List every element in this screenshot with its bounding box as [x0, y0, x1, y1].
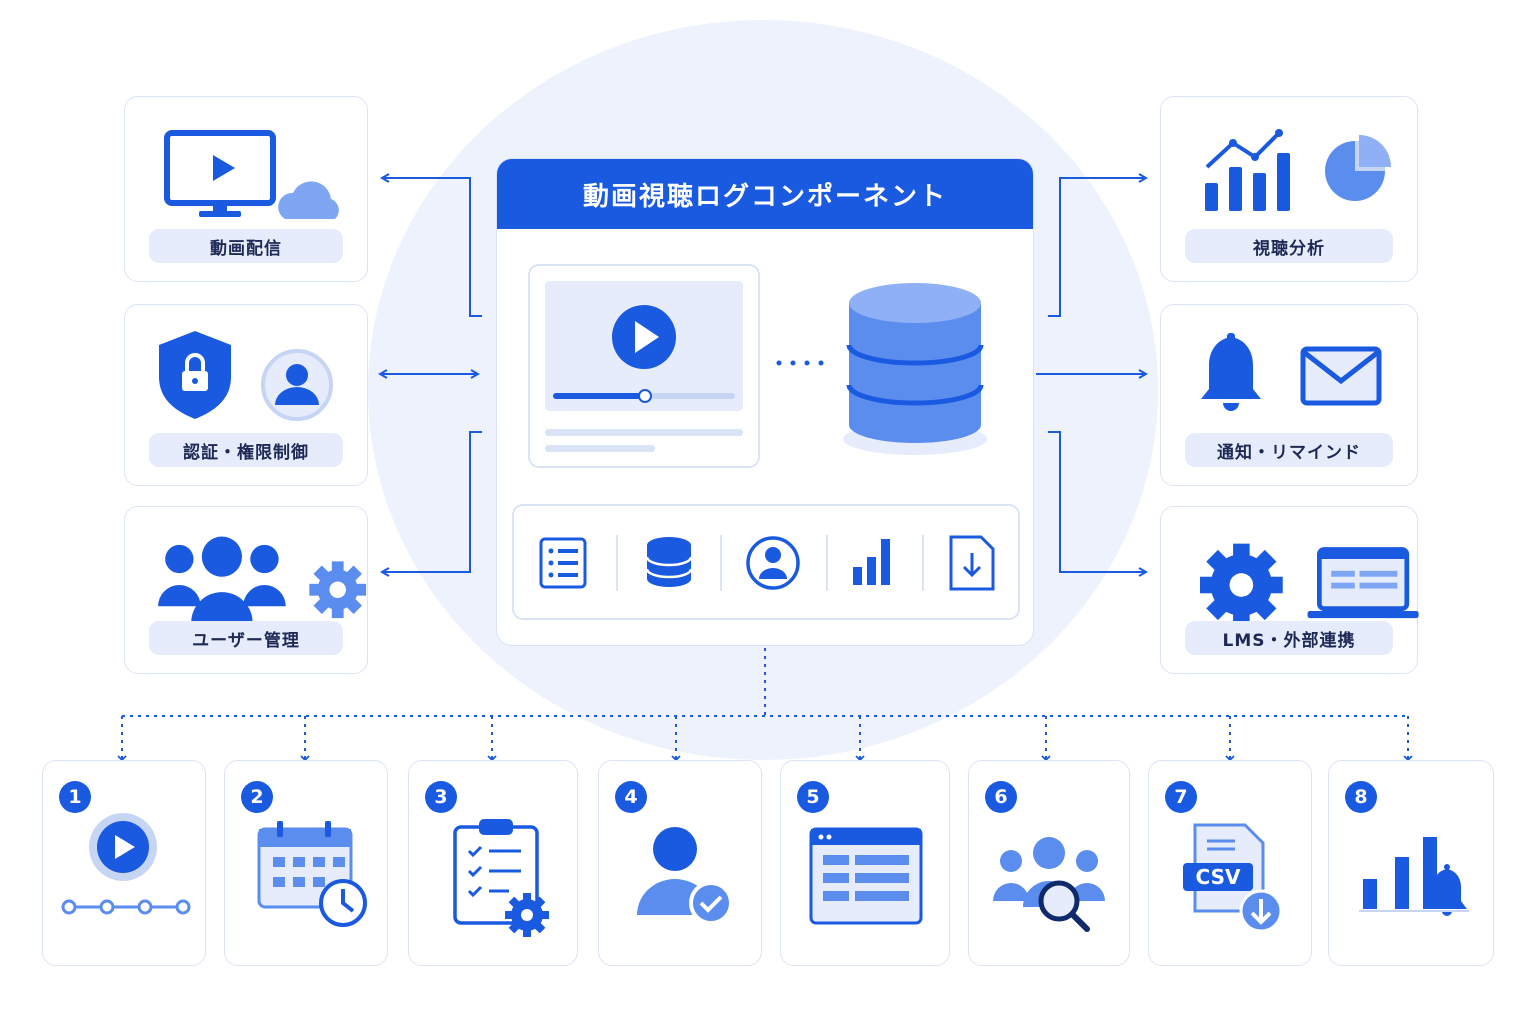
bell-icon	[1201, 333, 1261, 411]
video-player[interactable]	[528, 264, 760, 468]
mail-icon	[1300, 346, 1382, 406]
feature-number: 4	[615, 781, 647, 813]
database-icon	[843, 283, 987, 455]
user-check-icon	[637, 827, 733, 925]
gear-icon	[309, 561, 367, 619]
feature-4-user-verified: 4	[598, 760, 762, 966]
calendar-clock-icon	[257, 821, 367, 927]
feature-3-checklist-settings: 3	[408, 760, 578, 966]
feature-number: 6	[985, 781, 1017, 813]
monitor-play-icon	[164, 130, 339, 219]
module-label: 視聴分析	[1185, 229, 1393, 263]
user-avatar-icon	[261, 349, 333, 421]
cloud-icon	[278, 181, 339, 219]
gear-laptop-icon	[1199, 543, 1419, 627]
database-small-icon[interactable]	[645, 537, 693, 587]
feature-8-chart-alert: 8	[1328, 760, 1494, 966]
feature-number: 1	[59, 781, 91, 813]
bar-chart-bell-icon	[1359, 837, 1469, 916]
download-file-icon[interactable]	[949, 535, 995, 591]
feature-number: 5	[797, 781, 829, 813]
pie-chart-icon	[1325, 135, 1391, 201]
shield-lock-icon	[159, 331, 333, 421]
dots-connector	[776, 360, 824, 366]
user-circle-icon[interactable]	[746, 536, 800, 590]
bell-icon	[1427, 864, 1467, 916]
feature-number: 8	[1345, 781, 1377, 813]
gear-icon	[1199, 543, 1283, 627]
tool-bar	[512, 504, 1020, 620]
analytics-chart-icon	[1205, 129, 1391, 211]
table-window-icon	[809, 827, 923, 925]
clipboard-gear-icon	[453, 819, 549, 937]
bar-chart-icon[interactable]	[853, 539, 890, 585]
module-user-management: ユーザー管理	[124, 506, 368, 674]
feature-number: 3	[425, 781, 457, 813]
central-component: 動画視聴ログコンポーネント	[496, 158, 1034, 646]
module-auth: 認証・権限制御	[124, 304, 368, 486]
csv-download-icon: CSV	[1183, 823, 1283, 933]
feature-1-playback-timeline: 1	[42, 760, 206, 966]
feature-6-user-search: 6	[968, 760, 1130, 966]
module-view-analytics: 視聴分析	[1160, 96, 1418, 282]
module-video-delivery: 動画配信	[124, 96, 368, 282]
module-notifications: 通知・リマインド	[1160, 304, 1418, 486]
module-lms-integration: LMS・外部連携	[1160, 506, 1419, 674]
module-label: 認証・権限制御	[149, 433, 343, 467]
users-search-icon	[993, 837, 1105, 932]
playback-timeline-icon	[61, 813, 191, 915]
bell-mail-icon	[1201, 333, 1382, 411]
feature-2-calendar-schedule: 2	[224, 760, 388, 966]
module-label: 動画配信	[149, 229, 343, 263]
feature-5-data-table: 5	[780, 760, 950, 966]
laptop-icon	[1307, 547, 1419, 619]
users-gear-icon	[158, 536, 367, 623]
feature-7-csv-export: 7 CSV	[1148, 760, 1312, 966]
module-label: LMS・外部連携	[1185, 621, 1393, 655]
feature-number: 2	[241, 781, 273, 813]
component-title: 動画視聴ログコンポーネント	[497, 159, 1033, 229]
feature-number: 7	[1165, 781, 1197, 813]
list-icon[interactable]	[539, 537, 587, 589]
csv-badge-text: CSV	[1196, 865, 1241, 889]
module-label: 通知・リマインド	[1185, 433, 1393, 467]
module-label: ユーザー管理	[149, 621, 343, 655]
component-body	[512, 264, 1020, 620]
